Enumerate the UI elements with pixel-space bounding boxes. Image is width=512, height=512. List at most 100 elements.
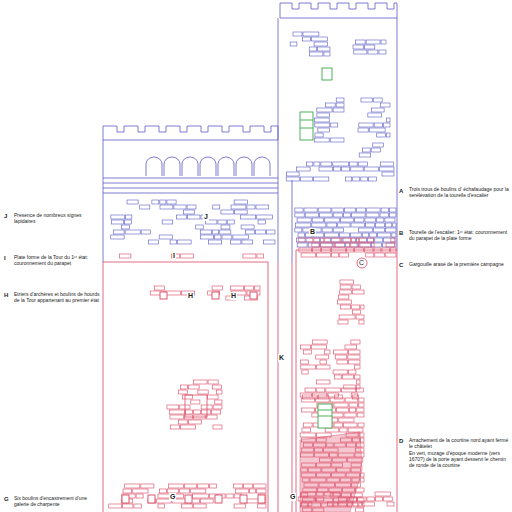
stone — [387, 118, 390, 122]
stone — [358, 128, 368, 132]
stone — [337, 300, 351, 304]
stone — [299, 248, 312, 252]
stone — [354, 218, 364, 222]
stone — [359, 398, 364, 402]
stone — [333, 228, 343, 232]
stone — [295, 228, 302, 232]
stone — [330, 493, 340, 497]
machicolation-arches — [146, 157, 270, 176]
stone — [121, 225, 129, 229]
stone — [317, 388, 325, 392]
stone — [318, 128, 330, 132]
stone — [240, 215, 255, 219]
stone — [302, 428, 311, 432]
stone — [317, 365, 330, 369]
stone — [356, 448, 364, 452]
stone — [316, 438, 326, 442]
stone — [177, 215, 187, 219]
putlog-hole — [212, 292, 219, 299]
stone — [354, 375, 360, 379]
stone — [183, 210, 194, 214]
stone — [338, 320, 348, 324]
stone — [362, 148, 370, 152]
stone — [179, 420, 188, 424]
stone — [127, 200, 138, 204]
arch — [254, 157, 270, 176]
stone — [353, 502, 361, 506]
stone — [366, 40, 380, 44]
stone — [346, 433, 358, 437]
stone — [342, 167, 350, 171]
stone — [357, 413, 364, 417]
stone — [328, 393, 339, 397]
putlog-hole — [148, 495, 155, 503]
stone — [352, 438, 359, 442]
stone — [390, 208, 396, 212]
stone — [309, 47, 316, 51]
stone — [303, 423, 312, 427]
stone — [352, 238, 359, 242]
stone — [193, 494, 209, 498]
stone — [257, 254, 264, 258]
stone — [349, 403, 357, 407]
callout-letter: H — [230, 292, 237, 300]
stone — [320, 243, 332, 247]
stone — [346, 473, 360, 477]
callout-letter: G — [4, 496, 12, 503]
stone — [314, 448, 322, 452]
stone — [315, 453, 329, 457]
callout-letter: J — [203, 213, 209, 221]
stone — [332, 463, 343, 467]
stone — [321, 238, 331, 242]
putlog-hole — [122, 495, 129, 503]
annotation-text: Six boulins d'encastrement d'une galerie… — [14, 496, 100, 508]
stone — [307, 162, 313, 166]
stone — [181, 504, 192, 508]
stone — [318, 208, 331, 212]
stone — [352, 305, 360, 309]
gargoyle-mark — [357, 258, 367, 268]
stone — [235, 210, 248, 214]
stone — [297, 238, 305, 242]
stone — [337, 360, 348, 364]
stone — [389, 213, 396, 217]
stone — [112, 220, 124, 224]
stone — [180, 405, 190, 409]
stone — [359, 153, 371, 157]
stone — [208, 380, 218, 384]
stone — [335, 375, 342, 379]
stone — [333, 498, 346, 502]
green-course — [300, 128, 313, 129]
annotation-text: C — [359, 259, 364, 267]
stone — [316, 433, 331, 437]
stone — [348, 428, 363, 432]
callout-letter: C — [399, 262, 407, 269]
stone — [319, 458, 331, 462]
stone — [329, 488, 341, 492]
callout-letter: G — [289, 493, 296, 501]
stone — [371, 243, 381, 247]
stone — [308, 243, 319, 247]
crenellation — [103, 126, 278, 140]
stone — [314, 42, 327, 46]
stone — [302, 438, 316, 442]
turret-wall — [292, 180, 293, 262]
stone — [346, 248, 353, 252]
stone — [361, 98, 372, 102]
stone — [331, 123, 338, 127]
stone — [312, 223, 326, 227]
masonry-courses — [109, 32, 396, 512]
stone — [338, 223, 350, 227]
stone — [392, 233, 396, 237]
callout-letter: H — [187, 292, 194, 300]
stone — [386, 228, 396, 232]
stone — [386, 243, 396, 247]
stone — [382, 172, 394, 176]
stone — [256, 230, 266, 234]
putlog-hole — [185, 495, 192, 503]
stone — [202, 410, 211, 414]
stone — [211, 410, 220, 414]
stone — [355, 453, 364, 457]
stone — [305, 388, 316, 392]
stone — [222, 235, 232, 239]
